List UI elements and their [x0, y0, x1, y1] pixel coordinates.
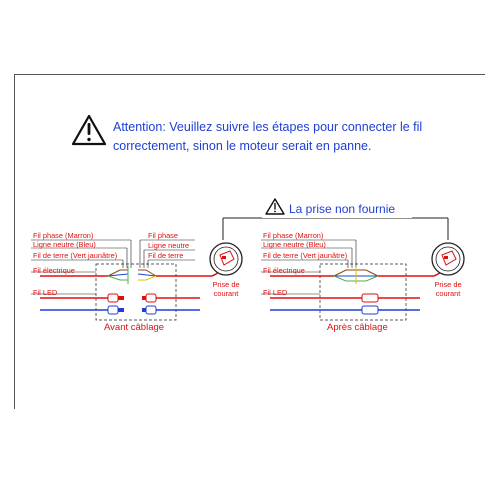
label-power-cable: Fil électrique [263, 266, 305, 275]
right-diagram: Fil phase (Marron) Ligne neutre (Bleu) F… [261, 231, 465, 333]
label-neutral-wire: Ligne neutre (Bleu) [33, 240, 96, 249]
socket-icon [431, 242, 465, 276]
label-led-wire: Fil LED [263, 288, 287, 297]
label-phase-wire: Fil phase (Marron) [263, 231, 323, 240]
label-led-wire: Fil LED [33, 288, 57, 297]
label-neutral-wire: Ligne neutre (Bleu) [263, 240, 326, 249]
label-mid-earth: Fil de terre [148, 251, 183, 260]
socket-label-line1: Prise de [212, 280, 239, 289]
warning-text: Attention: Veuillez suivre les étapes po… [113, 120, 423, 153]
label-mid-neutral: Ligne neutre [148, 241, 189, 250]
socket-label-line2: courant [214, 289, 239, 298]
socket-label-line1: Prise de [434, 280, 461, 289]
warning-triangle-icon [71, 114, 107, 146]
label-power-cable: Fil électrique [33, 266, 75, 275]
left-diagram: Fil phase (Marron) Ligne neutre (Bleu) F… [31, 231, 243, 333]
caption-before-wiring: Avant câblage [104, 322, 164, 333]
plug-note-text: La prise non fournie [289, 202, 395, 216]
dashed-box [95, 263, 177, 321]
caption-after-wiring: Après câblage [327, 322, 388, 333]
content-frame [14, 74, 485, 409]
label-phase-wire: Fil phase (Marron) [33, 231, 93, 240]
socket-label-line2: courant [436, 289, 461, 298]
led-connector-male [107, 293, 124, 315]
dashed-box [319, 263, 407, 321]
warning-triangle-icon [265, 198, 285, 215]
label-earth-wire: Fil de terre (Vert jaunâtre) [33, 251, 117, 260]
socket-icon [209, 242, 243, 276]
led-connector-joined [361, 293, 379, 315]
plug-bracket [222, 200, 449, 240]
led-connector-female [142, 293, 157, 315]
label-mid-phase: Fil phase [148, 231, 178, 240]
label-earth-wire: Fil de terre (Vert jaunâtre) [263, 251, 347, 260]
